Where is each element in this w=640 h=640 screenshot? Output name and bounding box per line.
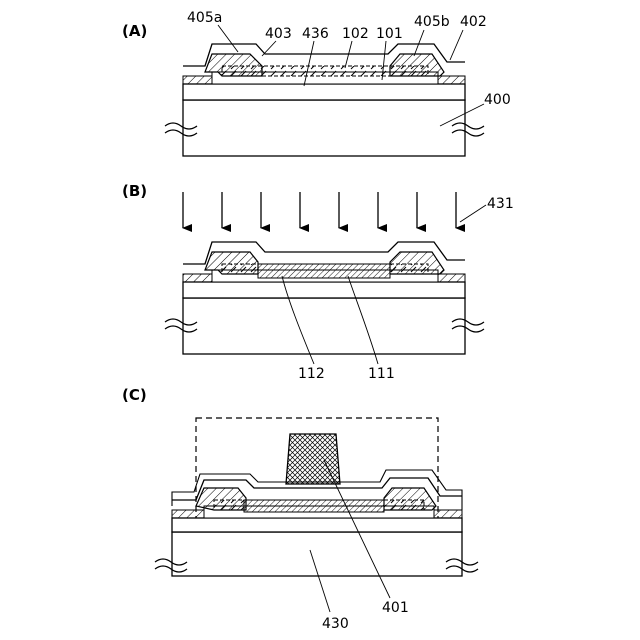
panel-b: (B) 431: [122, 182, 514, 382]
ref-403: 403: [265, 26, 292, 42]
ref-430: 430: [322, 616, 349, 632]
ref-431: 431: [487, 196, 514, 212]
ref-405a: 405a: [187, 10, 222, 26]
ref-405b: 405b: [414, 14, 450, 30]
drain-electrode-b: [390, 252, 444, 274]
leader-405a: [218, 25, 238, 52]
channel-region-c: [244, 500, 384, 512]
substrate-b: [183, 298, 465, 354]
ref-112: 112: [298, 366, 325, 382]
leader-402: [450, 30, 463, 60]
panel-label-c: (C): [122, 386, 147, 404]
panel-c: (C) 430 401: [122, 386, 478, 632]
channel-region-111: [258, 264, 390, 278]
ref-101: 101: [376, 26, 403, 42]
drain-electrode-c: [384, 488, 436, 510]
ref-401: 401: [382, 600, 409, 616]
substrate-400: [183, 100, 465, 156]
ref-436: 436: [302, 26, 329, 42]
panel-label-a: (A): [122, 22, 147, 40]
base-insulating-layer-c: [172, 518, 462, 532]
ref-102: 102: [342, 26, 369, 42]
panel-a: (A) 405a 403 436 102: [122, 10, 511, 156]
irradiation-arrows-431: [183, 192, 456, 228]
base-insulating-layer-b: [183, 282, 465, 298]
leader-405b: [414, 30, 424, 56]
ref-111: 111: [368, 366, 395, 382]
ref-402: 402: [460, 14, 487, 30]
drain-electrode-405b: [390, 54, 444, 76]
base-insulating-layer: [183, 84, 465, 100]
substrate-c: [172, 532, 462, 576]
ref-400: 400: [484, 92, 511, 108]
leader-431: [460, 205, 486, 222]
source-electrode-c: [196, 488, 246, 510]
panel-label-b: (B): [122, 182, 147, 200]
